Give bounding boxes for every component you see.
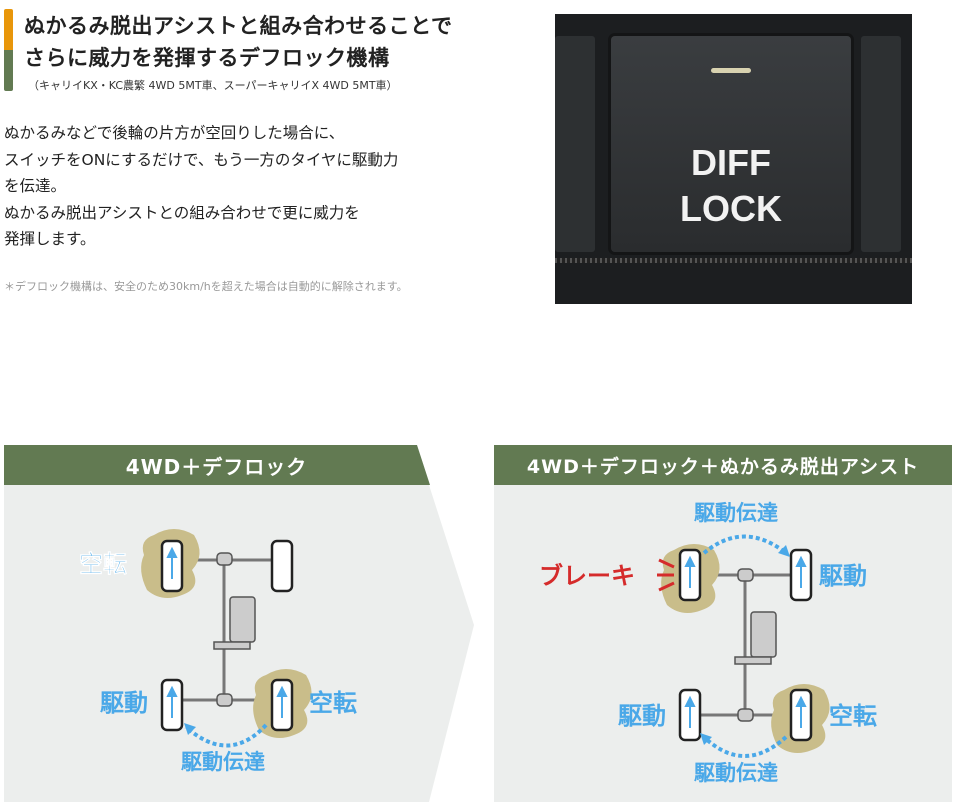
label-spin-front: 空転 (79, 550, 127, 578)
label-drive-rear: 駆動 (618, 702, 666, 730)
button-label-2: LOCK (680, 188, 782, 229)
diagram-title: 4WD＋デフロック＋ぬかるみ脱出アシスト (526, 455, 920, 478)
footnote: ＊デフロック機構は、安全のため30km/hを超えた場合は自動的に解除されます。 (4, 280, 408, 293)
description-line: ぬかるみなどで後輪の片方が空回りした場合に、 (4, 124, 345, 142)
description: ぬかるみなどで後輪の片方が空回りした場合に、 スイッチをONにするだけで、もう一… (4, 120, 398, 253)
description-line: スイッチをONにするだけで、もう一方のタイヤに駆動力 (4, 150, 399, 169)
description-line: を伝達。 (4, 177, 67, 195)
diff-lock-button: DIFF LOCK (611, 36, 851, 252)
transmission (229, 596, 256, 643)
section-heading: ぬかるみ脱出アシストと組み合わせることでさらに威力を発揮するデフロック機構 (24, 10, 453, 74)
heading-line-2: さらに威力を発揮するデフロック機構 (24, 46, 390, 70)
diff-lock-switch-photo: DIFF LOCK (555, 14, 912, 304)
heading-line-1: ぬかるみ脱出アシストと組み合わせることで (24, 14, 453, 38)
indicator-lamp (711, 68, 751, 73)
adjacent-switch (555, 36, 595, 252)
label-spin-rear: 空転 (829, 702, 877, 730)
description-line: 発揮します。 (4, 230, 96, 248)
applicable-models: （キャリイKX・KC農繁 4WD 5MT車、スーパーキャリイX 4WD 5MT車… (28, 79, 398, 92)
label-drive-rear: 駆動 (100, 689, 148, 717)
adjacent-switch (861, 36, 901, 252)
transfer-arrow (184, 723, 268, 748)
label-transfer-bottom: 駆動伝達 (694, 761, 778, 785)
description-line: ぬかるみ脱出アシストとの組み合わせで更に威力を (4, 203, 360, 222)
label-transfer: 駆動伝達 (181, 750, 265, 774)
diagram-4wd-difflock: 4WD＋デフロック 空転 駆動 空転 駆動伝達 (4, 445, 479, 802)
label-transfer-top: 駆動伝達 (694, 501, 778, 525)
label-spin-rear: 空転 (309, 689, 357, 717)
brake-marks (657, 558, 675, 592)
diagram-4wd-difflock-assist: 4WD＋デフロック＋ぬかるみ脱出アシスト ブレーキ 駆動 駆動伝達 駆動 空転 … (494, 445, 952, 802)
button-label-1: DIFF (691, 142, 771, 183)
diagram-title: 4WD＋デフロック (125, 454, 308, 479)
heading-accent-bar (4, 9, 13, 91)
wheel (270, 539, 294, 593)
label-brake: ブレーキ (539, 562, 635, 590)
label-drive-front: 駆動 (819, 562, 867, 590)
